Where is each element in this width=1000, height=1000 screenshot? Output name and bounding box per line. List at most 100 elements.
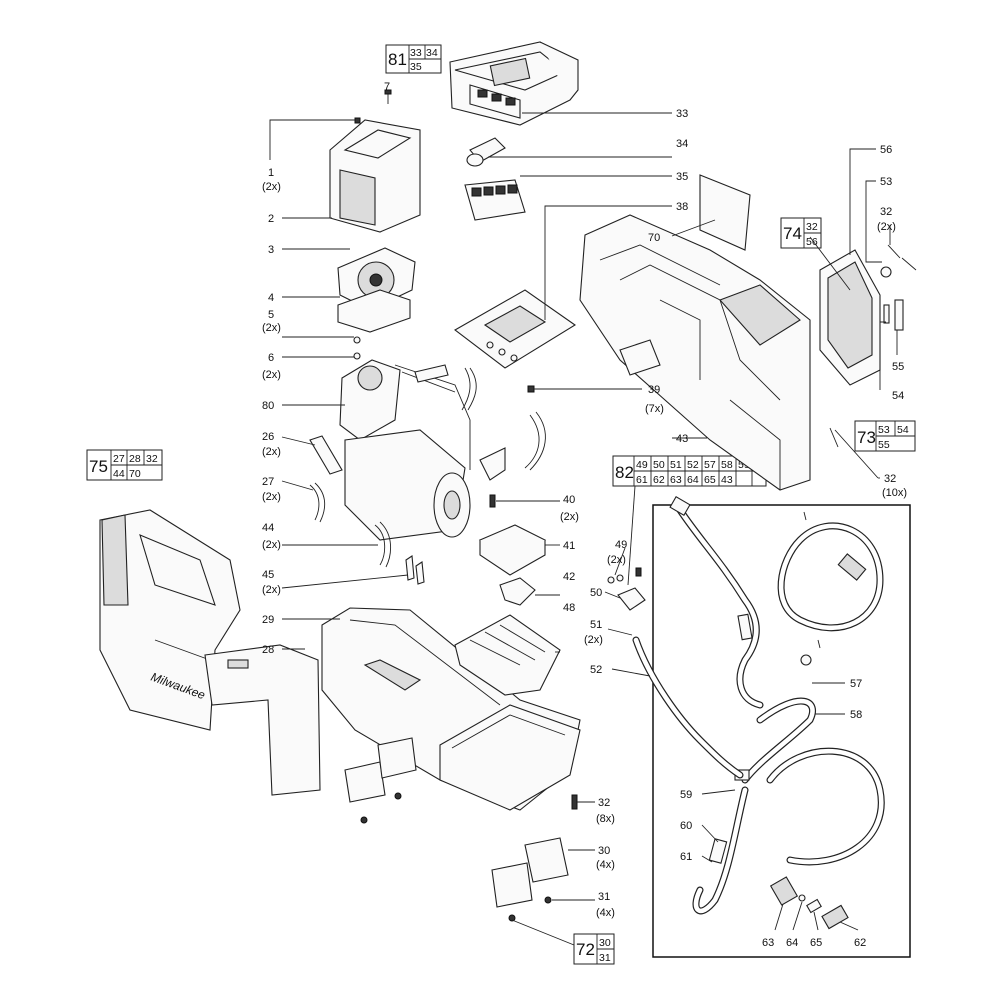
leader-lines [269, 112, 898, 946]
svg-text:70: 70 [648, 232, 660, 244]
filter-pad-part-4 [337, 289, 411, 333]
svg-text:(2x): (2x) [262, 369, 281, 381]
housing-part-43 [579, 214, 811, 491]
kit-81-box: 81 33 34 35 [385, 44, 442, 74]
svg-text:51: 51 [590, 619, 602, 631]
screws-part-32-top [887, 244, 917, 271]
svg-text:(2x): (2x) [262, 181, 281, 193]
front-cover-part-75: Milwaukee [99, 509, 241, 731]
svg-text:33: 33 [410, 47, 422, 59]
svg-text:32: 32 [146, 453, 158, 465]
svg-text:51: 51 [670, 459, 682, 471]
svg-text:(2x): (2x) [262, 491, 281, 503]
washer-part-6 [353, 352, 361, 360]
svg-text:63: 63 [762, 937, 774, 949]
kit-82-box: 82 49 50 51 52 57 58 59 60 61 62 63 64 6… [612, 455, 767, 487]
svg-text:59: 59 [738, 459, 750, 471]
svg-text:50: 50 [653, 459, 665, 471]
svg-text:(8x): (8x) [596, 813, 615, 825]
svg-text:56: 56 [880, 144, 892, 156]
svg-text:5: 5 [268, 309, 274, 321]
screw-part-40 [489, 494, 496, 508]
svg-text:59: 59 [680, 789, 692, 801]
svg-text:45: 45 [262, 569, 274, 581]
foot-part-45 [405, 555, 425, 585]
svg-text:(2x): (2x) [262, 539, 281, 551]
svg-text:62: 62 [854, 937, 866, 949]
svg-text:73: 73 [857, 428, 876, 447]
svg-text:75: 75 [89, 457, 108, 476]
svg-text:(2x): (2x) [560, 511, 579, 523]
svg-text:50: 50 [590, 587, 602, 599]
svg-text:(2x): (2x) [262, 446, 281, 458]
svg-text:74: 74 [783, 224, 802, 243]
svg-text:27: 27 [262, 476, 274, 488]
button-knob-part-34 [466, 137, 506, 167]
svg-text:57: 57 [850, 678, 862, 690]
fitting-part-50 [607, 567, 646, 611]
svg-text:64: 64 [786, 937, 798, 949]
svg-text:61: 61 [636, 474, 648, 486]
hose-assembly-parts [669, 496, 885, 930]
label-part-70 [699, 174, 751, 251]
svg-text:57: 57 [704, 459, 716, 471]
svg-text:30: 30 [599, 937, 611, 949]
svg-text:40: 40 [563, 494, 575, 506]
svg-text:39: 39 [648, 384, 660, 396]
svg-text:6: 6 [268, 352, 274, 364]
svg-text:44: 44 [262, 522, 274, 534]
fitting-part-55 [883, 299, 904, 331]
hose-assembly-frame [652, 504, 911, 958]
svg-text:7: 7 [384, 81, 390, 93]
svg-text:60: 60 [680, 820, 692, 832]
display-module-part-33 [449, 41, 579, 126]
svg-text:34: 34 [426, 47, 438, 59]
svg-text:52: 52 [687, 459, 699, 471]
svg-text:53: 53 [880, 176, 892, 188]
svg-text:(2x): (2x) [262, 322, 281, 334]
svg-text:70: 70 [129, 468, 141, 480]
svg-text:3: 3 [268, 244, 274, 256]
svg-text:62: 62 [653, 474, 665, 486]
svg-text:32: 32 [884, 473, 896, 485]
svg-text:49: 49 [615, 539, 627, 551]
svg-text:63: 63 [670, 474, 682, 486]
svg-text:(10x): (10x) [882, 487, 907, 499]
svg-text:82: 82 [615, 463, 634, 482]
svg-text:42: 42 [563, 571, 575, 583]
svg-text:49: 49 [636, 459, 648, 471]
svg-text:48: 48 [563, 602, 575, 614]
svg-text:55: 55 [878, 439, 890, 451]
svg-text:53: 53 [878, 424, 890, 436]
base-part-29 [321, 607, 581, 811]
svg-text:26: 26 [262, 431, 274, 443]
kit-73-box: 73 53 54 55 [854, 420, 916, 452]
screw-part-32-bottom [571, 794, 578, 810]
svg-text:1: 1 [268, 167, 274, 179]
tray-part-48 [454, 614, 561, 696]
svg-text:32: 32 [806, 221, 818, 233]
pcb-part-38 [454, 289, 577, 369]
svg-text:43: 43 [676, 433, 688, 445]
battery-latch-left [344, 737, 417, 824]
pad-part-26 [309, 435, 343, 475]
button-strip-part-35 [464, 179, 526, 221]
side-cover-part-28 [204, 644, 321, 796]
screw-part-39 [527, 385, 535, 393]
hose-part-52 [632, 636, 744, 779]
battery-adapter-part-30 [491, 837, 569, 922]
panel-part-56 [819, 249, 881, 386]
svg-text:54: 54 [892, 390, 904, 402]
svg-text:(7x): (7x) [645, 403, 664, 415]
svg-text:4: 4 [268, 292, 274, 304]
svg-text:55: 55 [892, 361, 904, 373]
bracket-part-41 [478, 524, 547, 576]
svg-text:(4x): (4x) [596, 859, 615, 871]
clip-part-44 [374, 521, 391, 568]
svg-text:31: 31 [598, 891, 610, 903]
svg-text:43: 43 [721, 474, 733, 486]
clamp-part-42 [499, 577, 536, 606]
svg-text:(4x): (4x) [596, 907, 615, 919]
svg-text:30: 30 [598, 845, 610, 857]
